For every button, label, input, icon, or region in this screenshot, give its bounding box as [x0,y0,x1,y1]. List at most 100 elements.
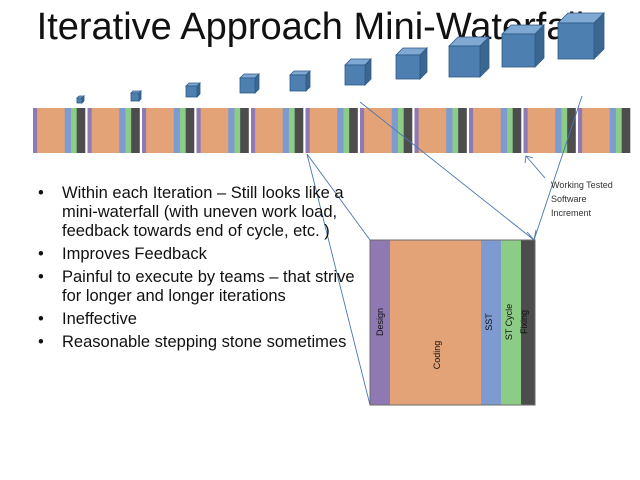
phase-segment [146,108,175,153]
phase-segment [360,108,365,153]
phase-segment [343,108,350,153]
phase-segment [255,108,284,153]
phase-segment [91,108,120,153]
cube-front-face [501,33,536,68]
phase-segment [418,108,447,153]
iteration-block [33,108,86,153]
phase-segment [288,108,295,153]
iteration-block [196,108,249,153]
cube-side-face [305,70,311,92]
arrow-head [524,155,534,164]
phase-segment [567,108,576,153]
phase-segment [403,108,413,153]
cube-front-face [557,22,595,60]
phase-segment [523,108,528,153]
phase-segment [414,108,419,153]
phase-segment [458,108,467,153]
phase-segment [142,108,147,153]
phase-segment [561,108,568,153]
phase-segment [337,108,344,153]
phase-segment [469,108,474,153]
phase-segment [391,108,399,153]
annotation-line: Software [551,194,587,204]
cube-front-face [239,77,256,94]
phase-segment [397,108,404,153]
phase-label: Fixing [519,310,529,334]
increment-cube [130,90,142,102]
phase-segment [179,108,186,153]
phase-segment [500,108,508,153]
phase-segment [240,108,249,153]
phase-segment [349,108,358,153]
phase-segment [578,108,583,153]
increment-cube [501,24,545,68]
phase-segment [125,108,132,153]
iteration-block [87,108,140,153]
callout-line [533,95,583,241]
annotation-line: Working Tested [551,180,613,190]
phase-bar [501,240,521,405]
phase-segment [506,108,513,153]
phase-label: Coding [432,341,442,370]
phase-segment [615,108,622,153]
bullet-item: Improves Feedback [38,245,368,264]
phase-bar [481,240,501,405]
iteration-block [578,108,631,153]
phase-segment [234,108,241,153]
phase-segment [364,108,393,153]
phase-segment [527,108,556,153]
phase-segment [609,108,617,153]
phase-segment [305,108,310,153]
cube-front-face [289,74,307,92]
cube-front-face [130,92,140,102]
phase-label: Design [375,308,385,336]
phase-segment [473,108,502,153]
increment-cube [557,12,605,60]
phase-bar [370,240,390,405]
increment-cube [76,95,85,104]
increment-cubes [76,12,605,104]
phase-segment [309,108,338,153]
phase-segment [282,108,290,153]
phase-segment [228,108,235,153]
increment-annotation: Working Tested Software Increment [551,178,640,220]
increment-cube [395,47,428,80]
phase-bar [390,240,481,405]
iteration-block [142,108,195,153]
phase-segment [452,108,459,153]
increment-cube [239,73,260,94]
phase-segment [185,108,195,153]
cube-side-face [254,73,260,94]
cube-side-face [196,82,201,98]
phase-segment [621,108,631,153]
phase-label: SST [484,313,494,331]
phase-segment [251,108,256,153]
cube-front-face [395,54,421,80]
cube-front-face [76,97,83,104]
phase-segment [37,108,66,153]
increment-cube [344,58,372,86]
phase-segment [173,108,181,153]
increment-cube [448,36,490,78]
phase-segment [76,108,86,153]
bullet-item: Within each Iteration – Still looks like… [38,184,368,241]
iteration-block [360,108,413,153]
bullet-list: Within each Iteration – Still looks like… [38,184,368,356]
phase-segment [555,108,562,153]
phase-segment [196,108,201,153]
callout-line [359,101,535,241]
cube-front-face [448,45,481,78]
phase-segment [87,108,92,153]
iteration-strip [33,108,631,153]
phase-bar [521,240,535,405]
zoom-frame [369,239,536,406]
iteration-block [414,108,467,153]
bullet-item: Painful to execute by teams – that striv… [38,268,368,306]
cube-front-face [344,64,366,86]
iteration-block [523,108,576,153]
increment-cube [185,82,201,98]
phase-segment [512,108,522,153]
phase-segment [33,108,38,153]
